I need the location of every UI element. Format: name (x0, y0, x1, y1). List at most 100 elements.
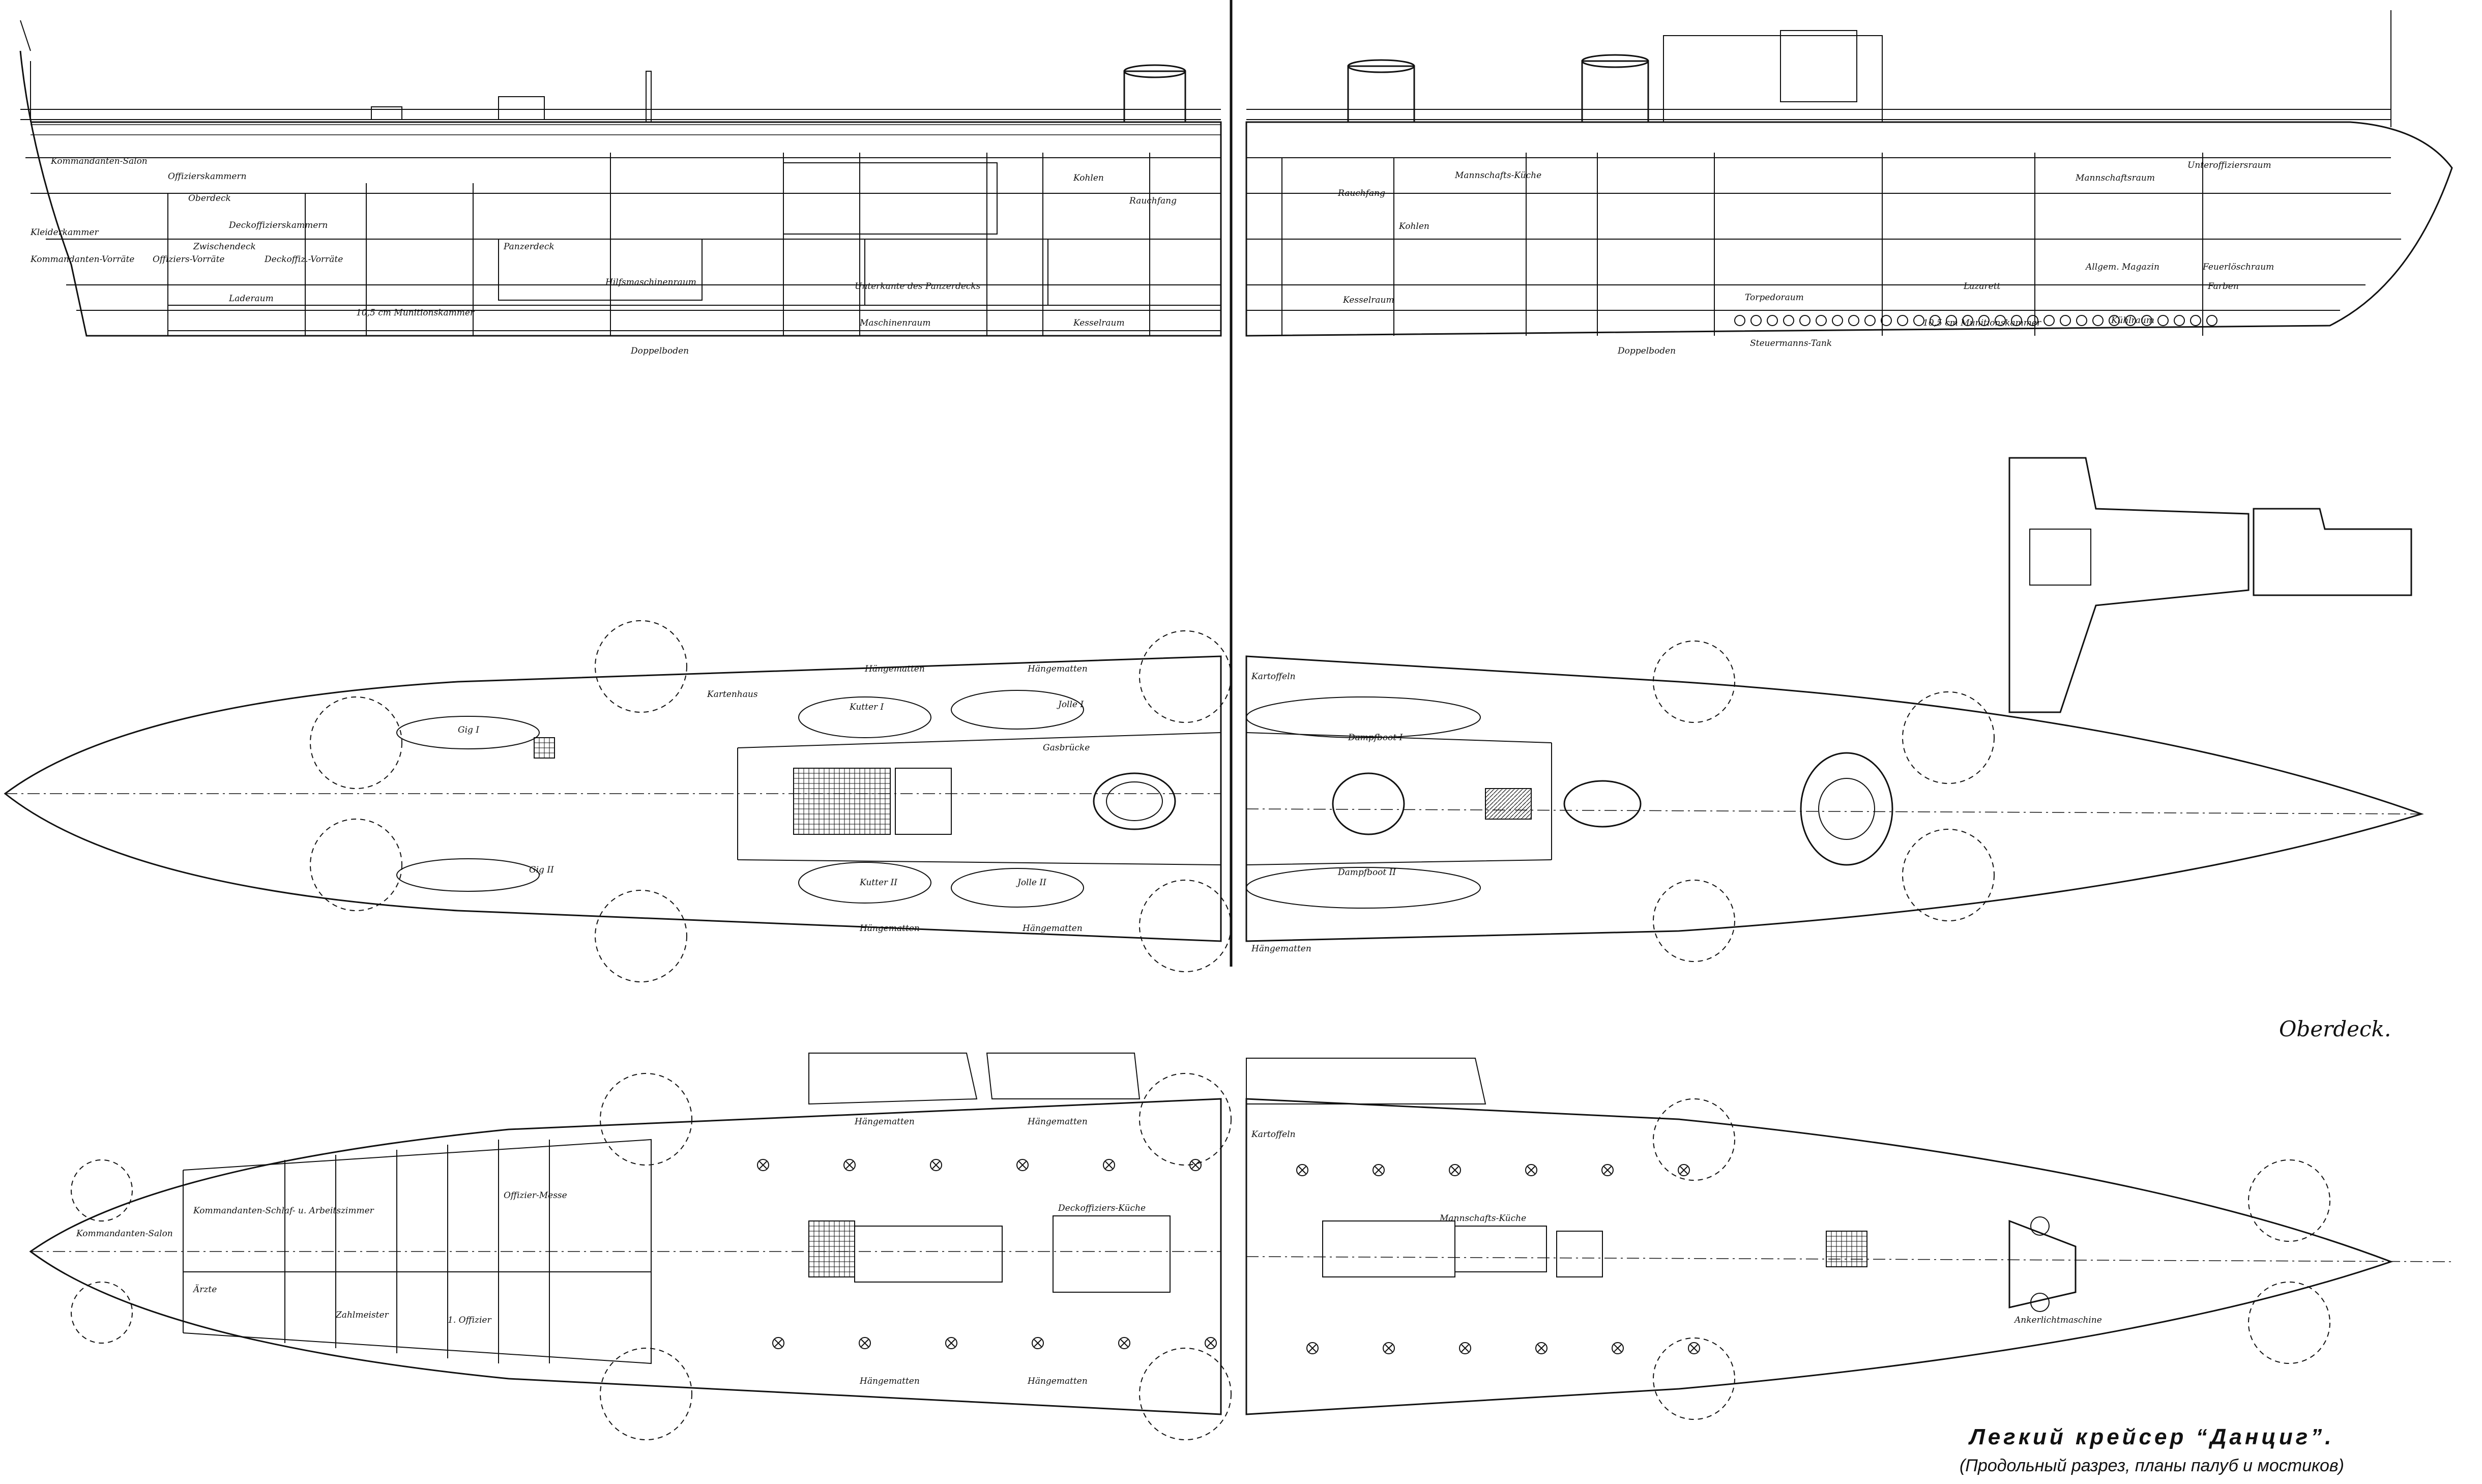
room-label: 1. Offizier (448, 1315, 491, 1325)
bridge-plan (2008, 457, 2250, 713)
profile-label: Zwischendeck (193, 242, 256, 252)
profile-label: Offiziers-Vorräte (153, 254, 224, 265)
scuttle-mark (1449, 1164, 1461, 1176)
scuttle-mark (1535, 1342, 1547, 1354)
room-label: Kartoffeln (1251, 1129, 1296, 1140)
porthole-mark (2076, 315, 2087, 326)
hammock-label: Hängematten (859, 1376, 920, 1386)
profile-label: Deckoffizierskammern (228, 220, 328, 230)
porthole-mark (2011, 315, 2022, 326)
profile-label: 10,5 cm Munitionskammer (356, 308, 475, 318)
profile-label: 10,5 cm Munitionskammer (1923, 318, 2041, 328)
boat-label: Gig II (529, 865, 554, 875)
porthole-mark (2109, 315, 2120, 326)
porthole-mark (2027, 315, 2038, 326)
scuttle-mark (1688, 1342, 1700, 1354)
room-label: Mannschafts-Küche (1439, 1213, 1526, 1224)
upper-plan-title: Oberdeck. (2279, 1016, 2391, 1041)
profile-label: Oberdeck (188, 193, 231, 203)
funnel-aft-1 (1347, 65, 1415, 123)
boat-label: Gig I (458, 725, 479, 735)
boat-label: Dampfboot II (1337, 867, 1396, 878)
boat-label: Jolle II (1016, 878, 1046, 888)
porthole-mark (1995, 315, 2006, 326)
gun-arcs-lower (71, 1073, 2330, 1440)
porthole-mark (2157, 315, 2169, 326)
scuttle-mark (1016, 1159, 1029, 1171)
profile-label: Rauchfang (1129, 196, 1177, 206)
porthole-mark (1962, 315, 1973, 326)
profile-label: Doppelboden (1617, 346, 1676, 356)
scuttle-mark (1525, 1164, 1537, 1176)
scuttle-mark (930, 1159, 942, 1171)
profile-label: Unteroffiziersraum (2187, 160, 2271, 170)
porthole-mark (1783, 315, 1794, 326)
caption-subtitle: (Продольный разрез, планы палуб и мостик… (1959, 1456, 2345, 1475)
porthole-mark (2174, 315, 2185, 326)
misc-label: Kartenhaus (707, 689, 758, 700)
scuttle-mark (1459, 1342, 1471, 1354)
hull-outline-forward (19, 50, 1222, 337)
porthole-mark (1978, 315, 1990, 326)
scuttle-mark (1296, 1164, 1308, 1176)
porthole-mark (1734, 315, 1745, 326)
porthole-mark (2206, 315, 2217, 326)
profile-label: Lazarett (1963, 281, 2001, 292)
hammock-label: Hängematten (1022, 923, 1083, 934)
boat-label: Kutter I (849, 702, 884, 712)
porthole-mark (2092, 315, 2104, 326)
scuttle-mark (1373, 1164, 1385, 1176)
profile-label: Maschinenraum (859, 318, 930, 328)
scuttle-mark (1205, 1337, 1217, 1349)
hull-outline-aft (1245, 121, 2453, 337)
double-bottom-portholes (1734, 315, 2217, 326)
porthole-mark (1750, 315, 1762, 326)
porthole-mark (1799, 315, 1811, 326)
scuttle-mark (1601, 1164, 1614, 1176)
upper-deck-plan (4, 457, 2424, 982)
porthole-mark (1946, 315, 1957, 326)
boat-label: Kutter II (859, 878, 897, 888)
misc-label: Gasbrücke (1043, 743, 1090, 753)
profile-label: Kühlraum (2111, 315, 2154, 326)
room-label: Zahlmeister (335, 1310, 389, 1320)
upper-deck-labels: Kutter I Kutter II Jolle I Jolle II Gig … (458, 664, 1403, 954)
scuttle-mark (1678, 1164, 1690, 1176)
scuttle-mark (1306, 1342, 1319, 1354)
porthole-mark (2060, 315, 2071, 326)
profile-label: Doppelboden (630, 346, 689, 356)
hammock-label: Hängematten (1027, 664, 1088, 674)
profile-label: Kleiderkammer (30, 227, 99, 238)
scuttle-mark (1383, 1342, 1395, 1354)
porthole-mark (1832, 315, 1843, 326)
profile-label: Kohlen (1398, 221, 1429, 231)
profile-label: Kommandanten-Vorräte (30, 254, 134, 265)
lower-deck-plan (29, 1053, 2452, 1440)
lower-deck-labels: Kommandanten-Salon Kommandanten-Schlaf- … (76, 1117, 2102, 1386)
room-label: Ärzte (192, 1284, 217, 1295)
hammock-label: Hängematten (1251, 944, 1311, 954)
misc-label: Kartoffeln (1251, 672, 1296, 682)
profile-label: Panzerdeck (503, 242, 554, 252)
profile-label: Kohlen (1073, 173, 1104, 183)
profile-label: Kesselraum (1073, 318, 1125, 328)
profile-label: Farben (2207, 281, 2239, 292)
lower-deck-hull-forward (29, 1098, 1222, 1415)
boat-label: Jolle I (1057, 700, 1084, 710)
lower-deck-hull-aft (1245, 1098, 2393, 1415)
porthole-mark (1913, 315, 1924, 326)
scuttle-mark (1612, 1342, 1624, 1354)
caption-title: Легкий крейсер “Данциг”. (1969, 1424, 2334, 1449)
profile-label: Torpedoraum (1745, 293, 1804, 303)
scuttle-mark (1103, 1159, 1115, 1171)
profile-label: Unterkante des Panzerdecks (855, 281, 981, 292)
porthole-mark (1864, 315, 1876, 326)
gun-arcs-upper (310, 620, 1995, 982)
hammock-label: Hängematten (1027, 1376, 1088, 1386)
longitudinal-section (19, 0, 2453, 967)
porthole-mark (1881, 315, 1892, 326)
porthole-mark (2125, 315, 2136, 326)
room-label: Kommandanten-Salon (76, 1229, 173, 1239)
scuttle-mark (843, 1159, 856, 1171)
